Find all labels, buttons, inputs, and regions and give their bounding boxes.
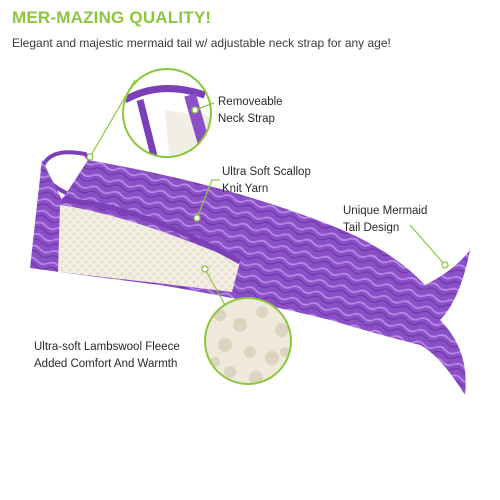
callout-tail-line2: Tail Design: [343, 222, 400, 234]
callout-yarn-line1: Ultra Soft Scallop: [222, 166, 311, 178]
callout-neck-strap-line1: Removeable: [218, 96, 283, 108]
page-title: MER-MAZING QUALITY!: [12, 8, 212, 27]
callout-fleece: Ultra-soft Lambswool Fleece Added Comfor…: [34, 339, 180, 373]
leader-yarn: [196, 179, 220, 219]
fleece-zoom-circle: [204, 297, 292, 385]
callout-neck-strap: Removeable Neck Strap: [218, 94, 283, 128]
fleece-lining: [58, 205, 240, 292]
leader-fleece: [204, 268, 226, 306]
callout-fleece-line2: Added Comfort And Warmth: [34, 358, 178, 370]
page-subtitle: Elegant and majestic mermaid tail w/ adj…: [12, 36, 391, 50]
leader-tail: [409, 224, 446, 266]
callout-yarn-line2: Knit Yarn: [222, 183, 269, 195]
callout-tail: Unique Mermaid Tail Design: [343, 203, 427, 237]
leader-neck: [89, 79, 136, 158]
neck-strap: [43, 150, 92, 164]
neck-strap-zoom-circle: [122, 68, 212, 158]
callout-yarn: Ultra Soft Scallop Knit Yarn: [222, 164, 311, 198]
callout-fleece-line1: Ultra-soft Lambswool Fleece: [34, 341, 180, 353]
callout-neck-strap-line2: Neck Strap: [218, 113, 275, 125]
callout-tail-line1: Unique Mermaid: [343, 205, 428, 217]
